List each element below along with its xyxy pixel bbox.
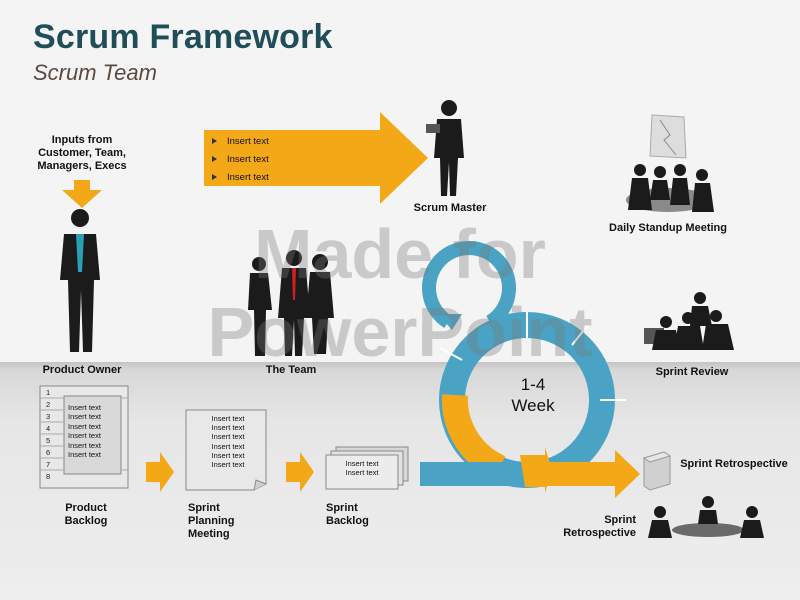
sprint-review-label: Sprint Review	[655, 366, 729, 378]
planning-item: Insert text	[211, 460, 245, 470]
inputs-line3: Managers, Execs	[37, 160, 127, 172]
inputs-line2: Customer, Team,	[38, 147, 126, 159]
flow-arrow-2	[286, 452, 314, 492]
sprint-planning-label: Sprint Planning Meeting	[188, 502, 235, 540]
planning-item: Insert text	[211, 414, 245, 423]
scrum-master-person-icon	[426, 100, 464, 196]
scrum-master-label: Scrum Master	[413, 202, 487, 214]
sprint-backlog-stack-icon	[325, 446, 409, 490]
planning-item: Insert text	[211, 450, 245, 460]
sprint-backlog-item: Insert text	[345, 468, 379, 478]
team-group-icon	[248, 250, 334, 356]
planning-item: Insert text	[211, 423, 245, 433]
backlog-item: Insert text	[68, 412, 101, 422]
sprint-retrospective-label: Sprint Retrospective	[563, 514, 636, 539]
cycle-duration-label: 1-4 Week	[493, 374, 573, 416]
inputs-line1: Inputs from	[51, 134, 113, 146]
daily-standup-label: Daily Standup Meeting	[609, 222, 727, 234]
backlog-items: Insert text Insert text Insert text Inse…	[68, 403, 120, 459]
backlog-item: Insert text	[68, 431, 101, 441]
page-title: Scrum Framework	[33, 18, 333, 56]
product-owner-label: Product Owner	[42, 364, 122, 376]
sprint-backlog-items: Insert text Insert text	[326, 459, 398, 477]
watermark-line2: PowerPoint	[207, 293, 593, 371]
watermark: Made for PowerPoint	[150, 215, 650, 371]
big-arrow-list: Insert text Insert text Insert text	[212, 133, 269, 187]
the-team-label: The Team	[265, 364, 317, 376]
big-arrow-item: Insert text	[212, 169, 269, 187]
sprint-backlog-item: Insert text	[345, 459, 379, 468]
flow-arrow-1	[146, 452, 174, 492]
big-arrow	[204, 112, 428, 204]
product-backlog-label: Product Backlog	[64, 502, 108, 527]
planning-item: Insert text	[211, 432, 245, 442]
box-icon	[642, 451, 672, 491]
watermark-line1: Made for	[254, 215, 546, 293]
sprint-backlog-label: Sprint Backlog	[326, 502, 369, 527]
inputs-label: Inputs from Customer, Team, Managers, Ex…	[30, 134, 134, 173]
sprint-retrospective-box-label: Sprint Retrospective	[680, 458, 788, 470]
daily-standup-meeting-icon	[626, 164, 714, 212]
sprint-review-meeting-icon	[644, 292, 734, 350]
cycle-bar	[420, 462, 530, 486]
arrow-down-icon	[62, 180, 102, 208]
product-owner-person-icon	[60, 209, 100, 352]
sprint-retrospective-meeting-icon	[648, 496, 764, 538]
backlog-item: Insert text	[68, 421, 101, 431]
backlog-numbers: 1 2 3 4 5 6 7 8	[46, 388, 51, 481]
sprint-planning-document-icon	[185, 409, 267, 491]
planning-item: Insert text	[211, 441, 245, 451]
document-icon	[649, 114, 687, 159]
cycle-line1: 1-4	[520, 375, 546, 394]
big-arrow-item: Insert text	[212, 133, 269, 151]
retro-arrow	[530, 450, 640, 498]
product-backlog-table	[39, 385, 129, 489]
backlog-item: Insert text	[68, 403, 101, 412]
backlog-item: Insert text	[68, 450, 101, 460]
cycle-loop-small	[422, 240, 516, 330]
page-subtitle: Scrum Team	[33, 60, 157, 85]
big-arrow-item: Insert text	[212, 151, 269, 169]
sprint-planning-items: Insert text Insert text Insert text Inse…	[190, 414, 266, 469]
backlog-item: Insert text	[68, 440, 101, 450]
cycle-line2: Week	[511, 396, 555, 415]
